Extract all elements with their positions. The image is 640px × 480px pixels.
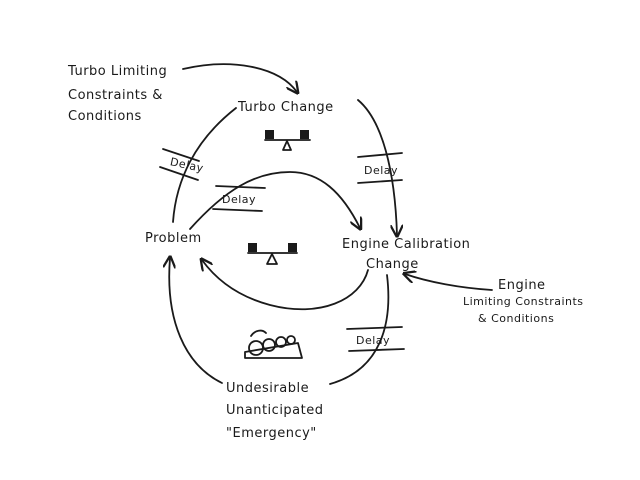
engine-constraints-line-2: Limiting Constraints [463,295,584,308]
delay-marker-right-upper: Delay [357,152,403,184]
turbo-change-label: Turbo Change [237,100,334,115]
delay-label-right-lower: Delay [356,334,390,347]
turbo-constraints-line-2: Constraints & [68,88,163,103]
delay-hash-line [215,185,266,189]
engine-constraints-line-1: Engine [498,278,546,293]
delay-hash-line [212,208,263,212]
emergency-line-1: Undesirable [226,381,309,396]
engine-calibration-line-2: Change [366,257,419,272]
delay-label-right-upper: Delay [364,164,398,177]
turbo-constraints-line-1: Turbo Limiting [67,64,167,79]
problem-label: Problem [145,231,202,246]
engine-constraints-label: Engine Limiting Constraints & Conditions [463,278,584,325]
engine-constraints-line-3: & Conditions [478,312,554,325]
delay-hash-line [357,179,403,184]
arrow-problem-to-turbo-change [172,107,237,223]
arrow-problem-to-engine-calibration [189,171,360,229]
delay-hash-line [357,152,403,158]
arrow-turbo-change-to-engine-calibration [357,99,397,235]
emergency-label: Undesirable Unanticipated "Emergency" [226,381,324,441]
delay-marker-left: Delay [159,148,205,181]
emergency-line-3: "Emergency" [226,426,317,441]
arrow-turbo-constraints-to-turbo-change [182,63,297,92]
arrow-engine-constraints-to-engine-calibration [405,274,493,291]
turbo-constraints-line-3: Conditions [68,109,142,124]
arrow-engine-calibration-to-problem [202,260,369,311]
delay-hash-line [159,166,199,181]
emergency-line-2: Unanticipated [226,403,324,418]
delay-marker-right-lower: Delay [346,326,405,352]
delay-marker-inner: Delay [212,185,266,212]
delay-hash-line [346,326,403,330]
balance-scale-icon [247,243,298,265]
arrow-emergency-to-problem [169,258,223,384]
delay-label-inner: Delay [222,193,256,206]
turbo-constraints-label: Turbo Limiting Constraints & Conditions [67,64,167,124]
arrow-engine-calibration-to-emergency [329,274,390,385]
snowball-icon [244,329,303,359]
delay-hash-line [162,148,200,162]
engine-calibration-line-1: Engine Calibration [342,237,470,252]
engine-calibration-label: Engine Calibration Change [342,237,470,272]
balance-scale-icon [264,130,311,151]
